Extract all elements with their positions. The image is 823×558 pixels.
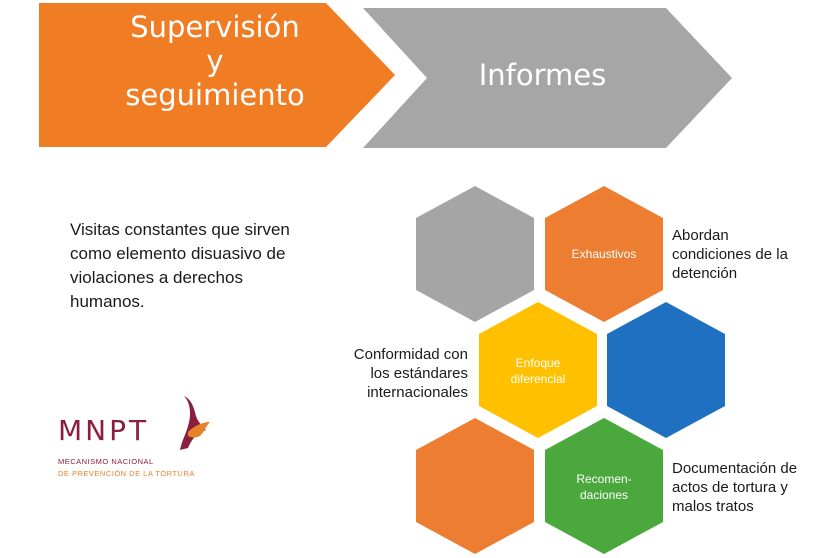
exhaustivos-description: Abordan condiciones de la detención [672,227,788,282]
logo-line-1: MECANISMO NACIONAL [58,457,154,466]
hex-enfoque [479,302,597,438]
hex-enfoque-label: Enfoque diferencial [510,356,566,386]
enfoque-description: Conformidad con los estándares internaci… [353,346,468,401]
hex-blue [607,302,725,438]
supervision-description: Visitas constantes que sirven como eleme… [70,220,290,311]
hex-recomendaciones [545,418,663,554]
hex-exhaustivos-label: Exhaustivos [571,247,637,261]
logo-letters: MNPT [58,414,150,447]
mnpt-logo: MNPT MECANISMO NACIONAL DE PREVENCIÓN DE… [58,392,238,492]
process-chevrons [39,3,732,148]
chevron-informes-title: Informes [478,58,607,92]
hex-orange-bottom [416,418,534,554]
hex-recomendaciones-label: Recomen- daciones [576,472,632,502]
chevron-supervision-title: Supervisión y seguimiento [125,10,305,112]
chevron-supervision [39,3,395,147]
logo-line-2: DE PREVENCIÓN DE LA TORTURA [58,469,195,478]
recomendaciones-description: Documentación de actos de tortura y malo… [672,460,798,515]
bird-icon [180,396,210,450]
hex-exhaustivos [545,186,663,322]
chevron-informes [363,8,732,148]
hex-gray [416,186,534,322]
